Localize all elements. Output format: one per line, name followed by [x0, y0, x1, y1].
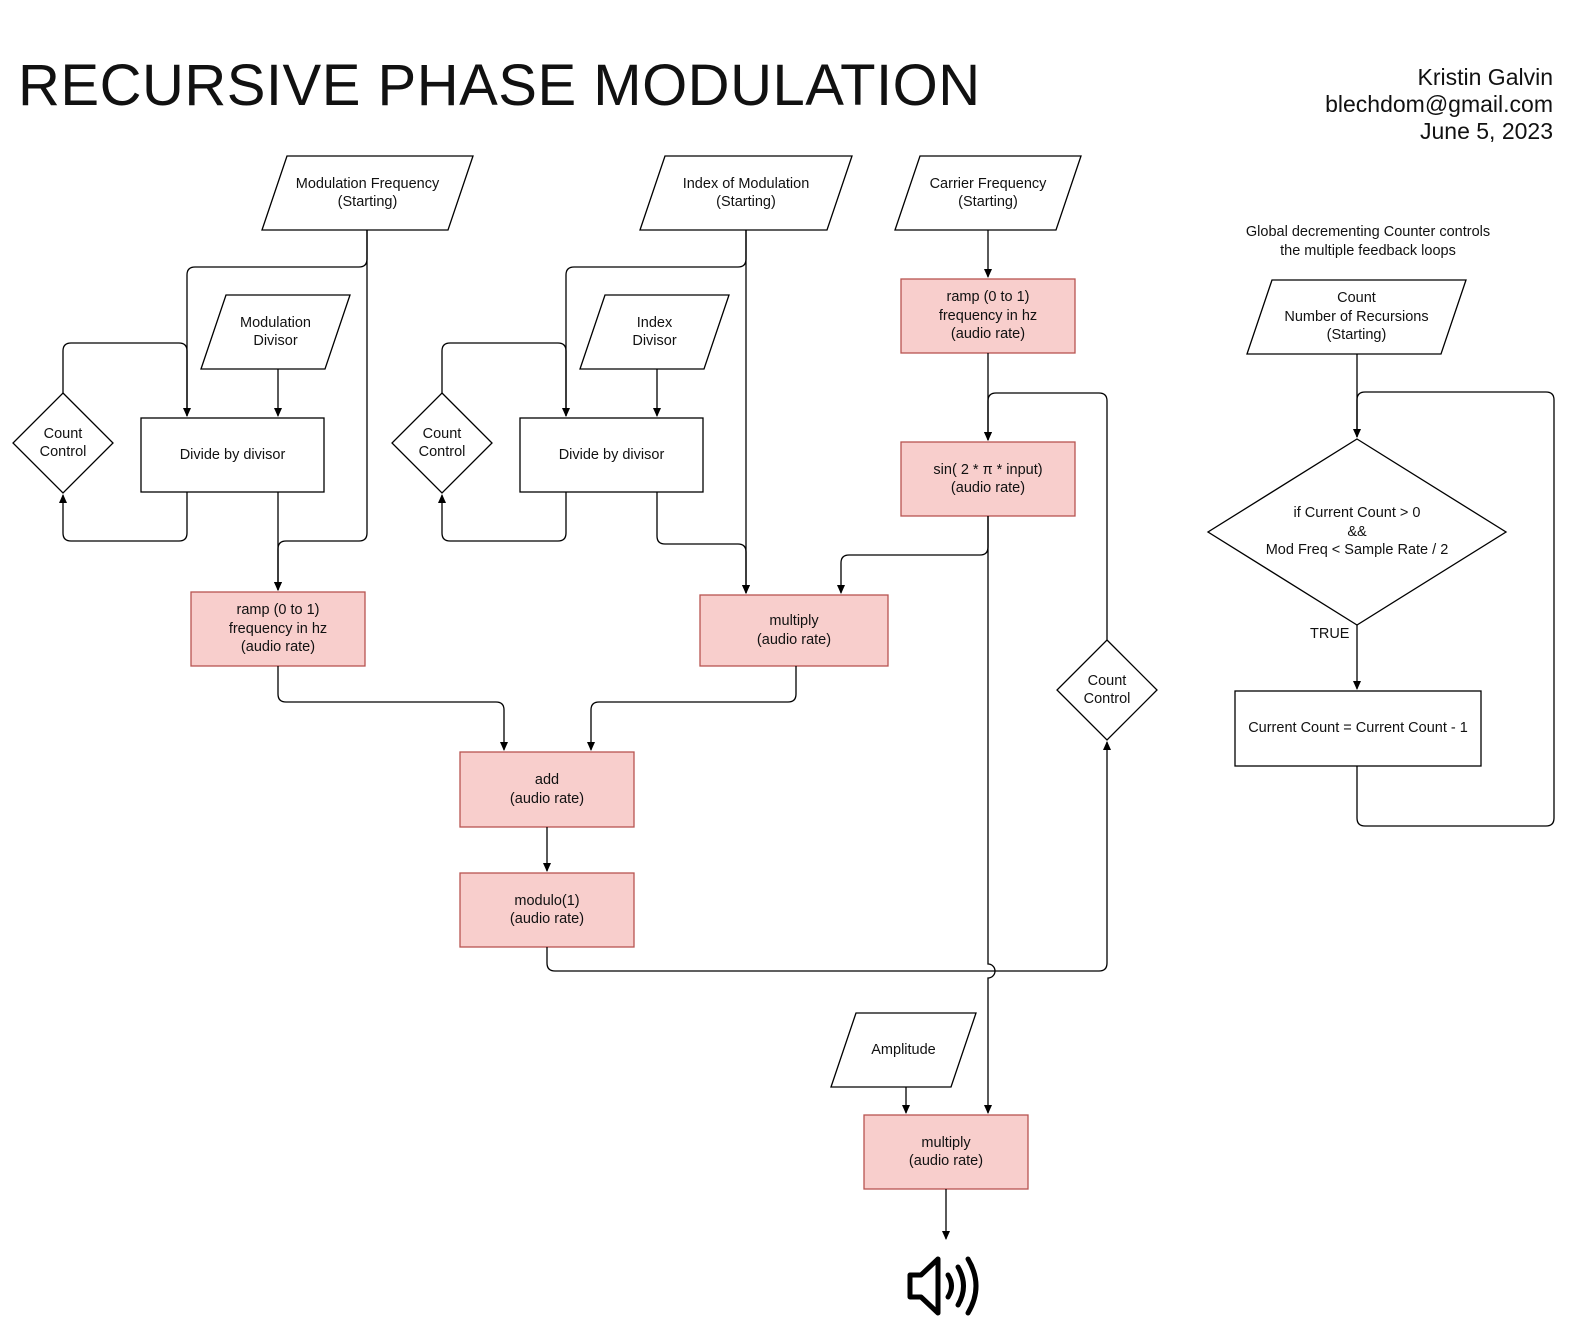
count-control-2-shape	[391, 392, 493, 494]
edge-multiply-to-add	[587, 666, 797, 751]
global-counter-note-line-2: the multiple feedback loops	[1280, 243, 1456, 259]
speaker-icon	[907, 1256, 979, 1316]
edge-divide1-to-countcontrol1	[59, 492, 188, 542]
mod-freq-input-shape	[261, 155, 474, 231]
global-counter-note: Global decrementing Counter controls the…	[1218, 223, 1518, 261]
author-date: June 5, 2023	[1419, 118, 1553, 144]
edge-modfreq-to-ramp	[274, 230, 368, 591]
index-mod-input-shape	[639, 155, 853, 231]
modulo-shape	[459, 872, 635, 948]
ramp-carrier-shape	[900, 278, 1076, 354]
multiply-index-shape	[699, 594, 889, 667]
ramp-mod-shape	[190, 591, 366, 667]
count-recursions-input-shape	[1246, 279, 1467, 355]
condition-shape	[1206, 438, 1508, 626]
global-counter-note-line-1: Global decrementing Counter controls	[1245, 224, 1491, 240]
author-block: Kristin Galvin blechdom@gmail.com June 5…	[1325, 64, 1553, 145]
decrement-shape	[1234, 690, 1482, 767]
multiply-out-shape	[863, 1114, 1029, 1190]
edge-countcontrol3-to-sin	[984, 392, 1108, 640]
carrier-freq-input-shape	[894, 155, 1082, 231]
edge-rampmod-to-add	[277, 666, 508, 751]
sin-shape	[900, 441, 1076, 517]
edge-divide2-to-countcontrol2	[438, 492, 567, 542]
edge-sin-to-output-multiply	[984, 516, 996, 1114]
edge-countcontrol1-to-divide1	[62, 342, 188, 416]
edge-sin-to-multiply	[837, 516, 989, 594]
count-control-3-shape	[1056, 639, 1158, 741]
edge-countcontrol2-to-divide2	[441, 342, 567, 416]
mod-divisor-input-shape	[200, 294, 351, 370]
count-control-1-shape	[12, 392, 114, 494]
edge-decrement-to-condition	[1356, 391, 1555, 827]
author-name: Kristin Galvin	[1417, 64, 1553, 90]
true-edge-label: TRUE	[1310, 626, 1350, 642]
divide-1-shape	[140, 417, 325, 493]
author-email: blechdom@gmail.com	[1325, 91, 1553, 117]
page-title: RECURSIVE PHASE MODULATION	[18, 53, 981, 118]
amplitude-input-shape	[830, 1012, 977, 1088]
add-shape	[459, 751, 635, 828]
edge-modulo-to-countcontrol3	[546, 741, 1111, 972]
edge-divide2-to-multiply	[656, 492, 750, 594]
index-divisor-input-shape	[579, 294, 730, 370]
divide-2-shape	[519, 417, 704, 493]
